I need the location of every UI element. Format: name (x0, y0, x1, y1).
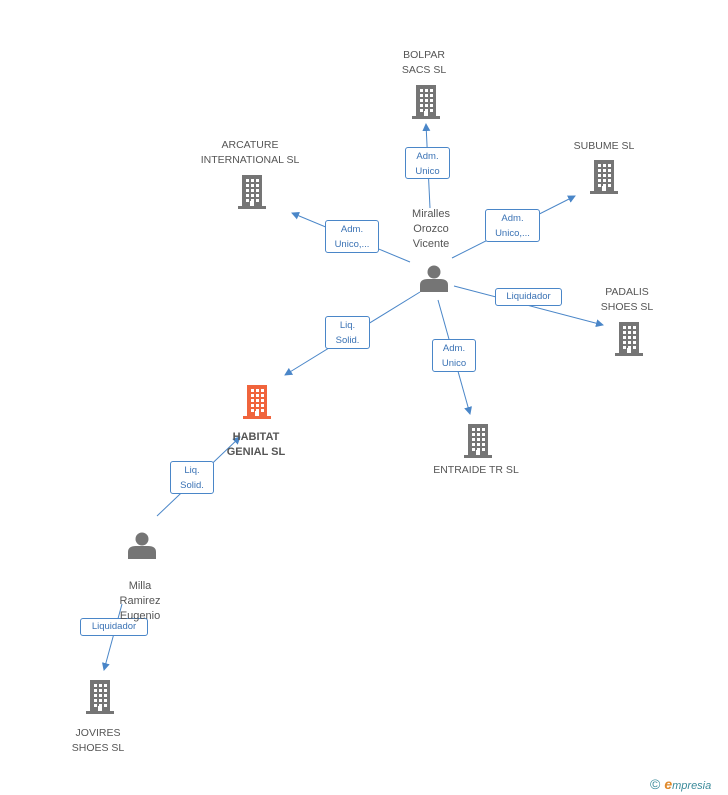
copyright-icon: © (650, 776, 661, 792)
building-icon-habitat (243, 385, 271, 419)
edge-label-milla-habitat: Liq. Solid. (170, 461, 214, 494)
edge-label-miralles-padalis: Liquidador (495, 288, 562, 306)
building-icon-arcature (238, 175, 266, 209)
edge-label-miralles-arcature: Adm. Unico,... (325, 220, 379, 253)
brand-name: mpresia (672, 780, 712, 792)
edge-label-miralles-bolpar: Adm. Unico (405, 147, 450, 179)
building-icon-subume (590, 160, 618, 194)
building-icon-bolpar (412, 85, 440, 119)
building-icon-padalis (615, 322, 643, 356)
edge-label-miralles-habitat: Liq. Solid. (325, 316, 370, 349)
edge-milla-jovires (101, 603, 123, 671)
building-icon-jovires (86, 680, 114, 714)
building-icon-entraide (464, 424, 492, 458)
node-label-jovires[interactable]: JOVIRES SHOES SL (71, 726, 125, 754)
person-icon-miralles (420, 265, 448, 292)
brand-initial: e (664, 776, 673, 792)
node-label-arcature[interactable]: ARCATURE INTERNATIONAL SL (200, 139, 300, 166)
node-label-miralles[interactable]: Miralles Orozco Vicente (412, 207, 450, 250)
node-label-bolpar[interactable]: BOLPAR SACS SL (401, 49, 447, 76)
node-label-entraide[interactable]: ENTRAIDE TR SL (433, 463, 519, 476)
edge-label-miralles-subume: Adm. Unico,... (485, 209, 540, 242)
edge-label-milla-jovires: Liquidador (80, 618, 148, 636)
edge-label-miralles-entraide: Adm. Unico (432, 339, 476, 372)
empresia-logo: ©empresia (650, 776, 711, 792)
person-icon-milla (128, 532, 156, 559)
node-label-habitat[interactable]: HABITAT GENIAL SL (226, 430, 286, 458)
node-label-subume[interactable]: SUBUME SL (573, 139, 635, 152)
node-label-padalis[interactable]: PADALIS SHOES SL (600, 286, 654, 313)
node-label-milla[interactable]: Milla Ramirez Eugenio (119, 579, 161, 622)
